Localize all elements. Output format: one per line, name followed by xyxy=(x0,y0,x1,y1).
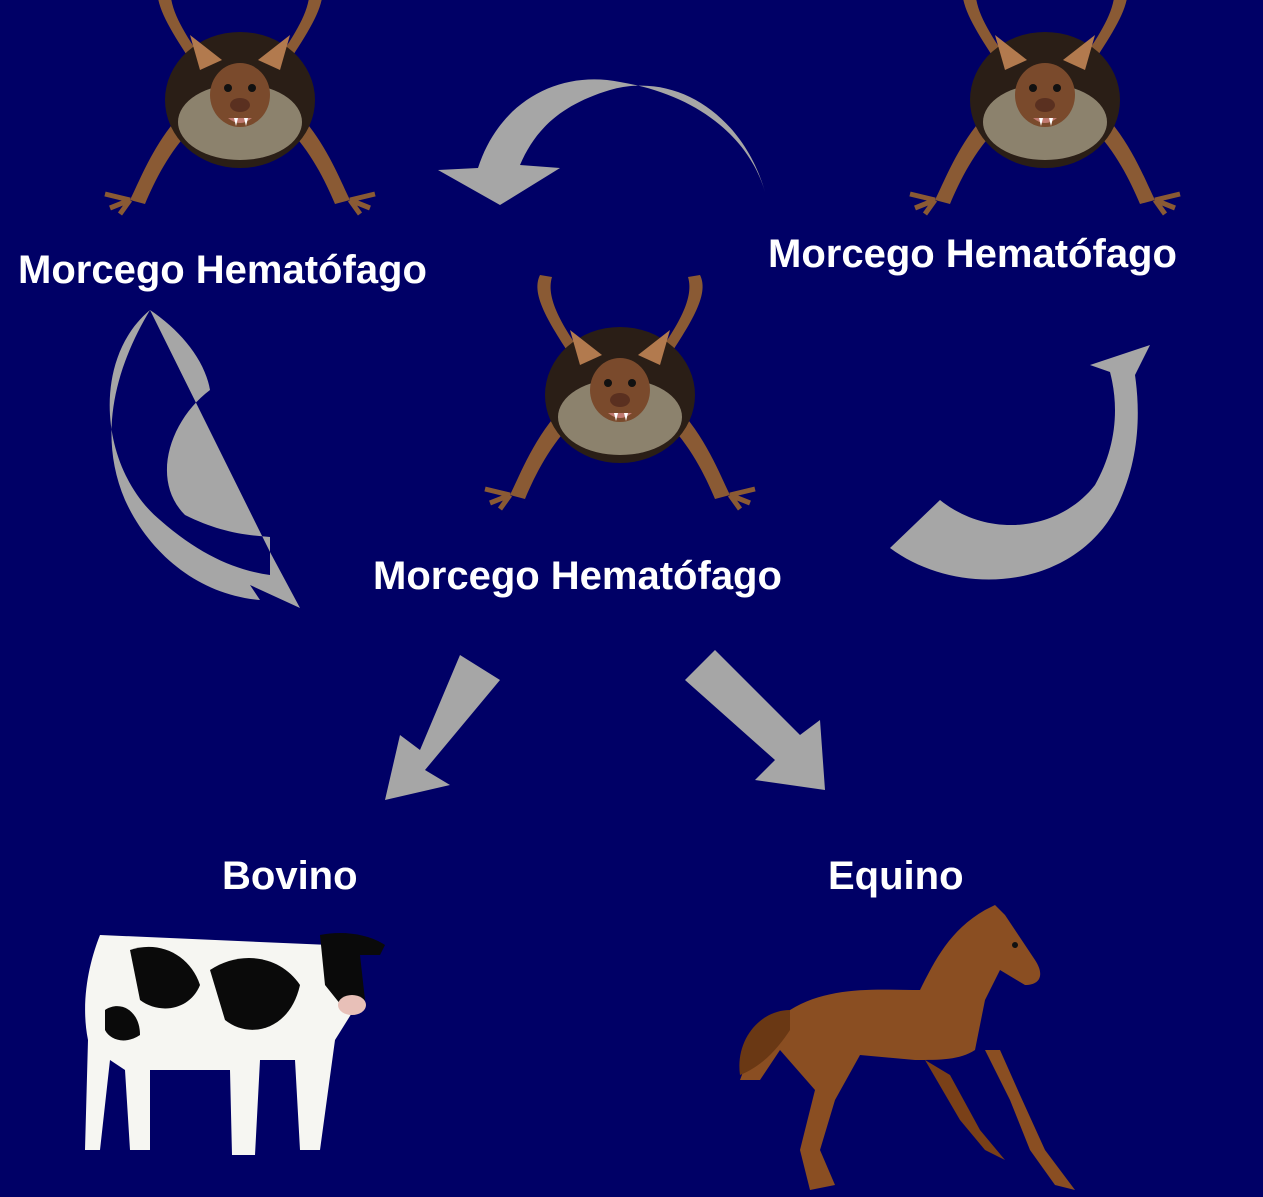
node-label-bat-center: Morcego Hematófago xyxy=(373,556,782,596)
vampire-bat-icon-center xyxy=(485,275,755,509)
vampire-bat-icon-top-right xyxy=(910,0,1180,214)
curved-arrow-icon-left xyxy=(110,310,300,608)
node-label-cattle: Bovino xyxy=(222,856,358,896)
node-label-bat-top-right: Morcego Hematófago xyxy=(768,234,1177,274)
straight-arrow-icon-to-equino xyxy=(685,650,825,790)
vampire-bat-icon-top-left xyxy=(105,0,375,214)
straight-arrow-icon-to-bovino xyxy=(385,655,500,800)
cow-icon xyxy=(85,933,385,1155)
horse-icon xyxy=(739,905,1075,1190)
curved-arrow-icon-top xyxy=(438,79,765,205)
curved-arrow-icon-right xyxy=(890,345,1150,579)
node-label-bat-top-left: Morcego Hematófago xyxy=(18,250,427,290)
node-label-horse: Equino xyxy=(828,856,964,896)
